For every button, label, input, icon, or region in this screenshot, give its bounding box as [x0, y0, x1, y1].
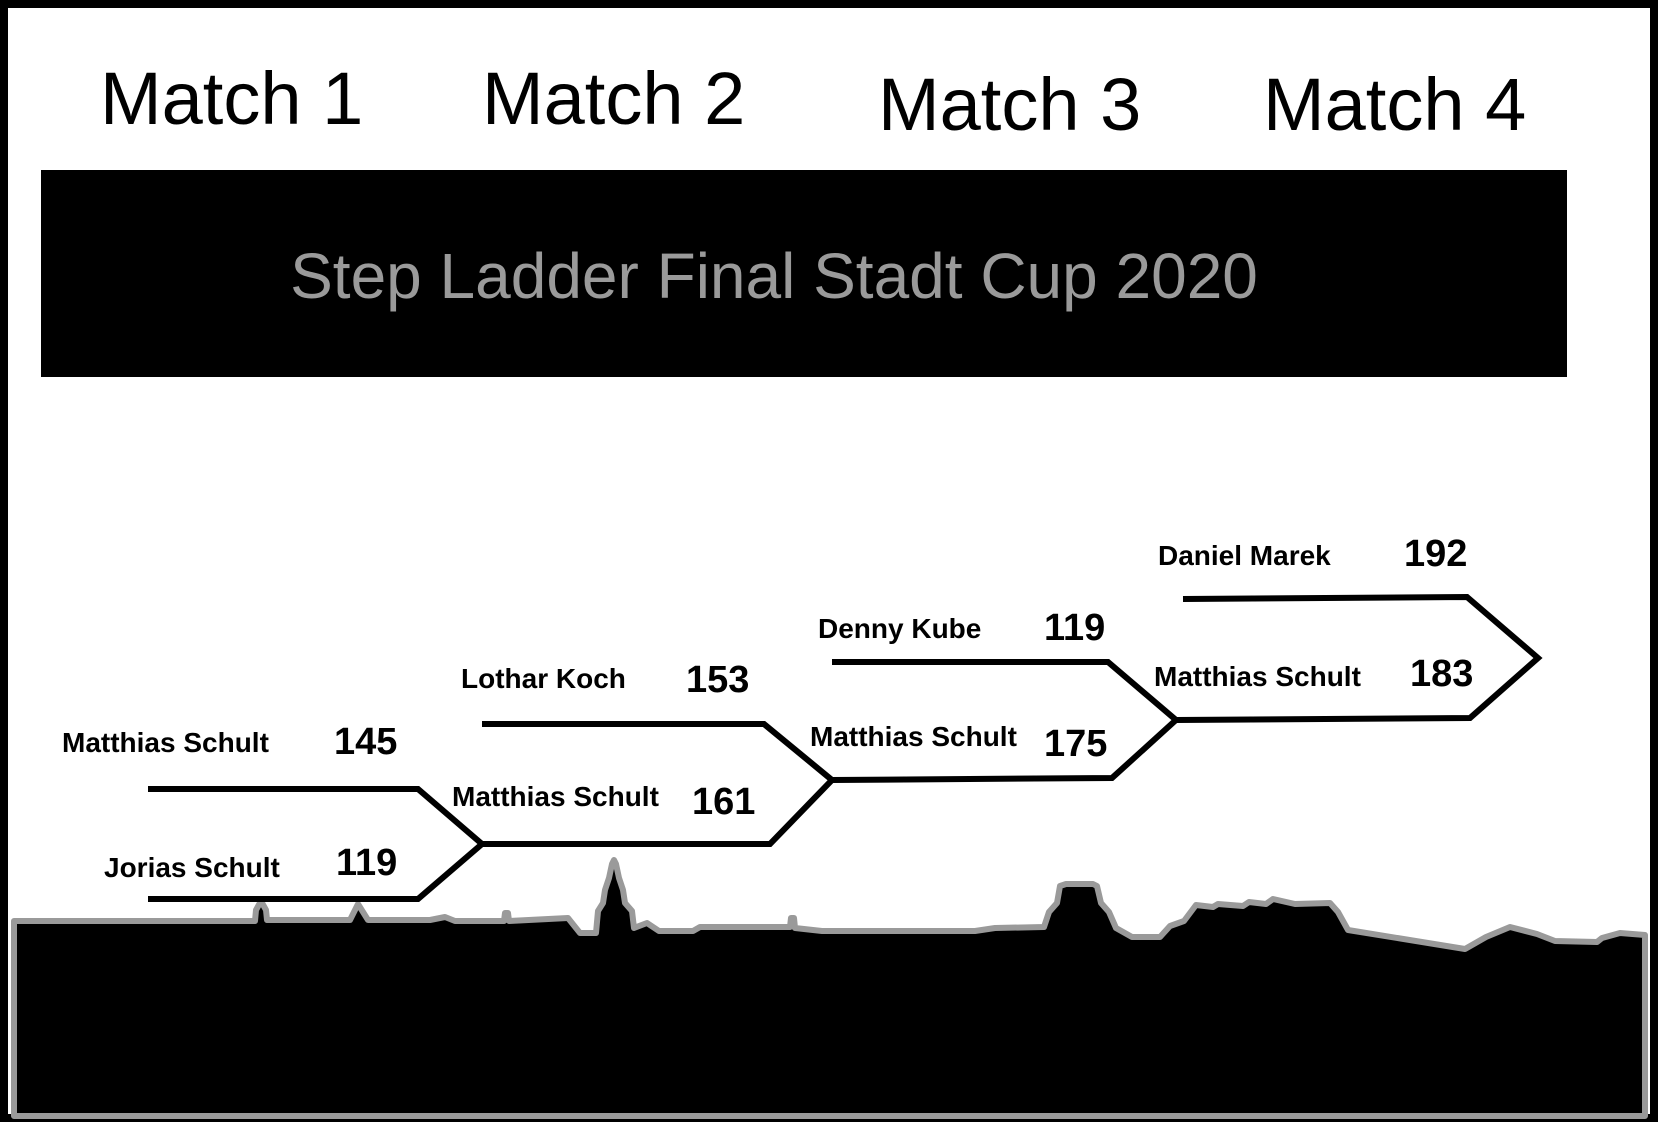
match-4-top-player-name: Daniel Marek	[1158, 540, 1331, 571]
match-4-heading: Match 4	[1263, 63, 1526, 146]
match-1-bottom-player-name: Jorias Schult	[104, 852, 280, 883]
match-3-bottom-player-score: 175	[1044, 723, 1107, 765]
match-4-bottom-player-score: 183	[1410, 653, 1473, 695]
match-1-top-player-score: 145	[334, 721, 397, 763]
match-2-heading: Match 2	[482, 57, 745, 140]
match-2-bottom-player-name: Matthias Schult	[452, 781, 659, 812]
match-4-top-player-score: 192	[1404, 533, 1467, 575]
match-1-heading: Match 1	[100, 57, 363, 140]
match-1-top-player-name: Matthias Schult	[62, 727, 269, 758]
match-2-top-player-name: Lothar Koch	[461, 663, 626, 694]
match-3-heading: Match 3	[878, 63, 1141, 146]
match-3-bottom-player-name: Matthias Schult	[810, 721, 1017, 752]
banner-title: Step Ladder Final Stadt Cup 2020	[290, 240, 1258, 312]
match-4-bottom-player-name: Matthias Schult	[1154, 661, 1361, 692]
title-banner	[41, 170, 1567, 377]
match-2-bottom-player-score: 161	[692, 781, 755, 823]
city-skyline-silhouette-icon	[11, 857, 1648, 1119]
match-3-top-player-name: Denny Kube	[818, 613, 981, 644]
match-1-bottom-player-score: 119	[336, 842, 397, 884]
match-3-top-player-score: 119	[1044, 607, 1105, 649]
match-2-top-player-score: 153	[686, 659, 749, 701]
match-4-bracket	[1175, 593, 1543, 723]
